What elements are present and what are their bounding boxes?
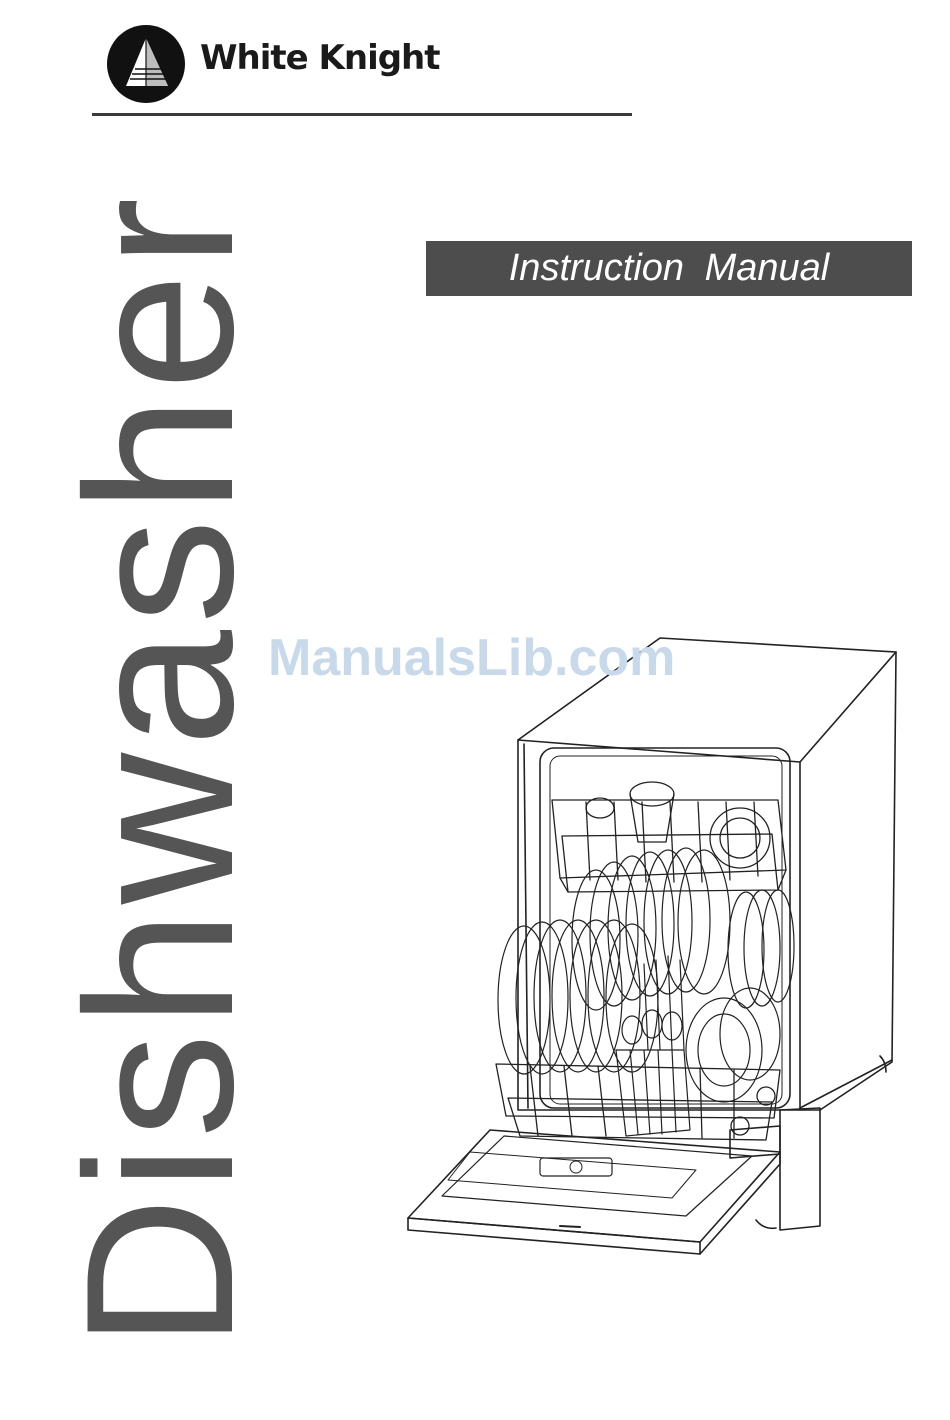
dishwasher-illustration-icon <box>400 630 900 1270</box>
brand-name: White Knight <box>200 38 440 78</box>
header-divider <box>92 113 632 116</box>
white-knight-logo-icon <box>106 24 186 104</box>
watermark-text: ManualsLib.com <box>268 628 675 688</box>
product-title-container: Dishwasher <box>60 240 260 1300</box>
product-title: Dishwasher <box>55 191 265 1348</box>
instruction-manual-banner: Instruction Manual <box>426 241 912 296</box>
open-door <box>408 1130 780 1254</box>
